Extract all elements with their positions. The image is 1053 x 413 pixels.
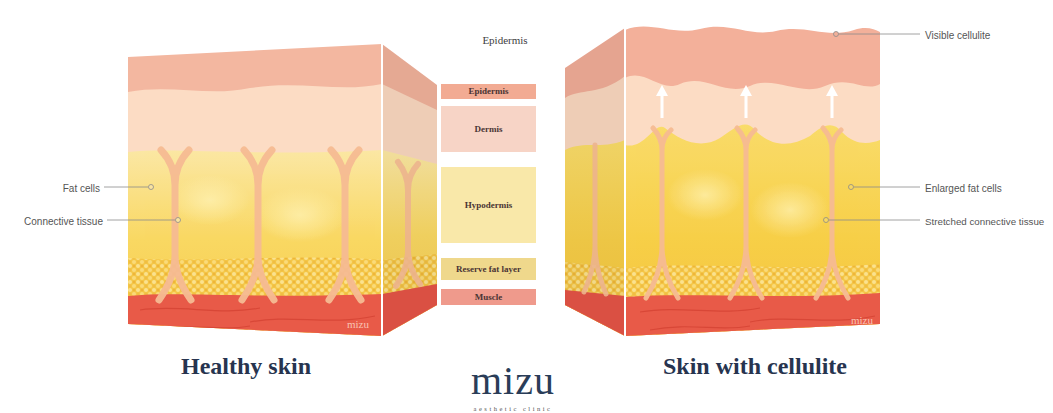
callout-label: Visible cellulite xyxy=(925,30,990,42)
callout-label-holder: Stretched connective tissue xyxy=(925,211,1044,229)
watermark-holder: mizu xyxy=(851,310,873,328)
panel-caption: Skin with cellulite xyxy=(663,353,847,381)
muscle-band: Muscle xyxy=(441,289,536,305)
callout-label: Enlarged fat cells xyxy=(925,183,1002,195)
layer-name: Muscle xyxy=(475,292,503,303)
callout-label-holder: Visible cellulite xyxy=(925,25,990,43)
callout-label: Connective tissue xyxy=(24,216,103,228)
layer-heading: Epidermis xyxy=(482,34,527,47)
callout-label-holder: Enlarged fat cells xyxy=(925,178,1002,196)
callout-label: Stretched connective tissue xyxy=(925,216,1044,227)
panel-caption-holder: Healthy skin xyxy=(181,353,311,381)
layer-heading-holder: Epidermis xyxy=(482,30,527,48)
hypodermis-band: Hypodermis xyxy=(441,167,536,243)
brand-logo-holder: mizu xyxy=(471,358,555,404)
layer-name: Hypodermis xyxy=(465,200,513,211)
watermark-holder: mizu xyxy=(347,314,369,332)
callout-label-holder: Fat cells xyxy=(63,178,100,196)
watermark: mizu xyxy=(347,318,369,331)
dermis-band: Dermis xyxy=(441,106,536,152)
reserve-fat-band: Reserve fat layer xyxy=(441,258,536,280)
epidermis-band: Epidermis xyxy=(441,84,536,99)
layer-name: Dermis xyxy=(475,124,503,135)
brand-logo: mizu xyxy=(471,358,555,404)
brand-tagline-holder: aesthetic clinic xyxy=(474,397,553,413)
callout-label: Fat cells xyxy=(63,183,100,195)
callout-label-holder: Connective tissue xyxy=(24,211,103,229)
layer-name: Reserve fat layer xyxy=(456,264,521,275)
watermark: mizu xyxy=(851,314,873,327)
brand-tagline: aesthetic clinic xyxy=(474,405,553,412)
panel-caption-holder: Skin with cellulite xyxy=(663,353,847,381)
panel-caption: Healthy skin xyxy=(181,353,311,381)
layer-name: Epidermis xyxy=(468,86,508,97)
